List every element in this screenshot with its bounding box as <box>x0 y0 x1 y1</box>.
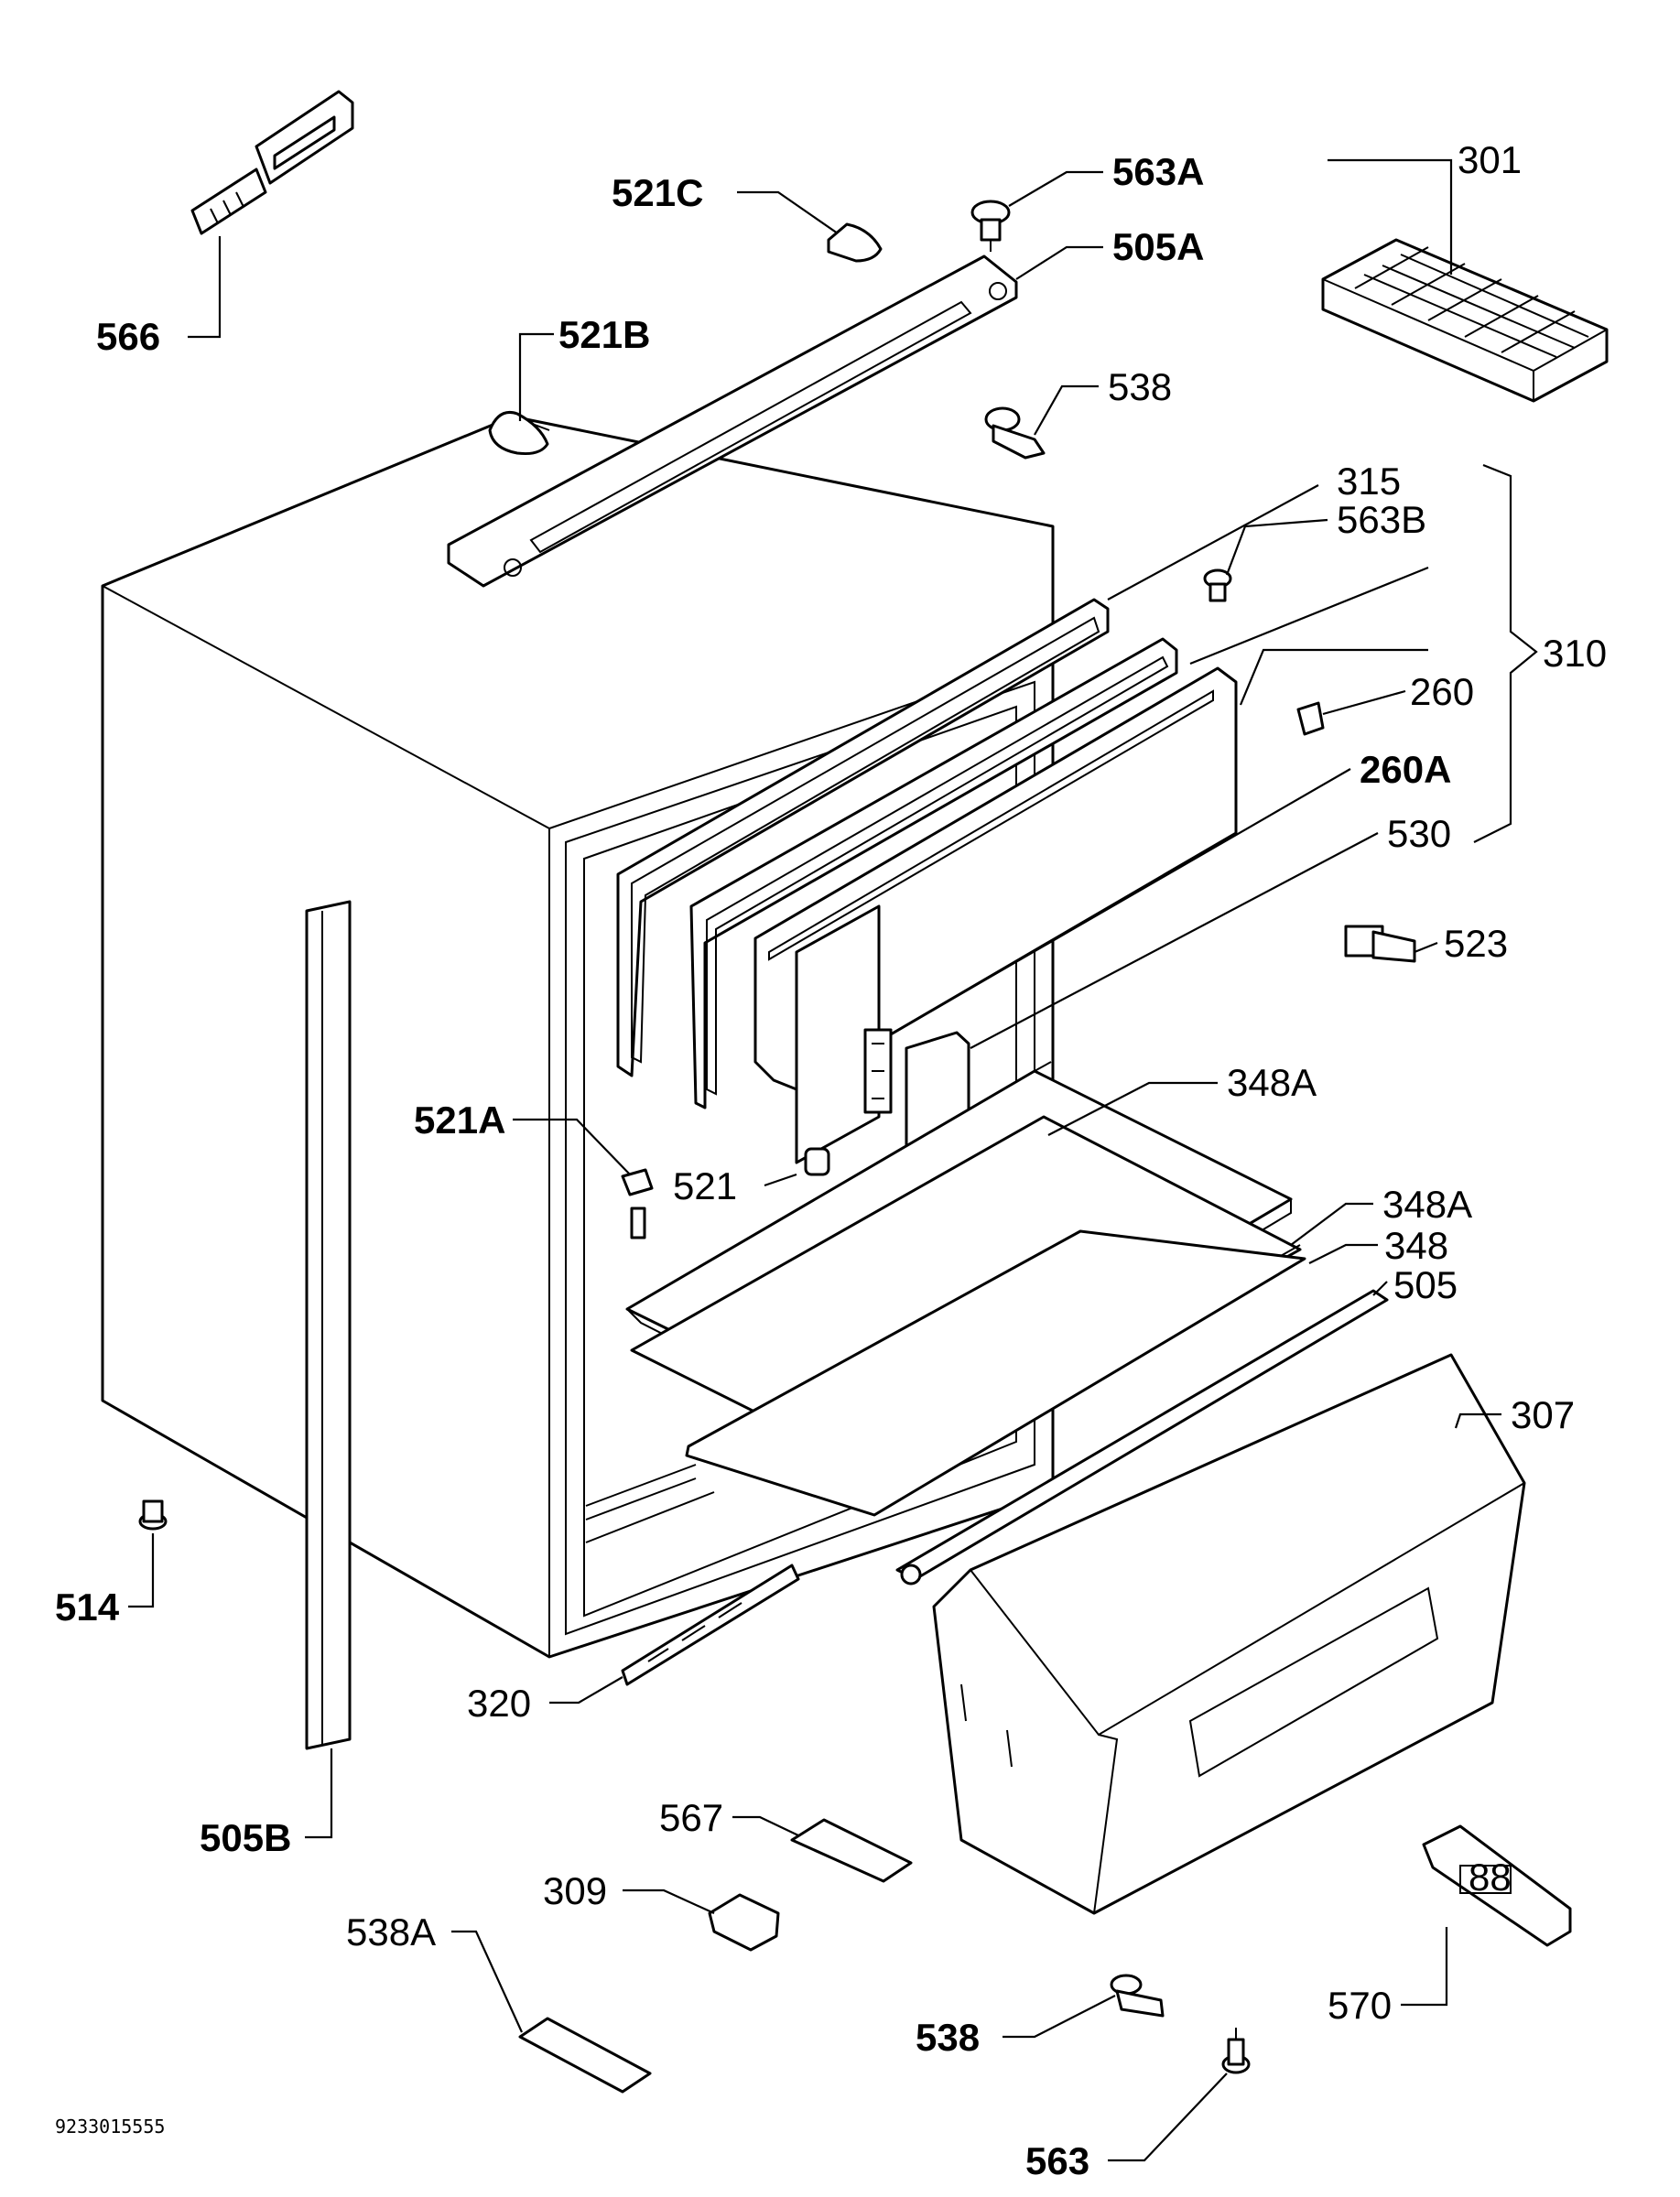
label-514: 514 <box>55 1586 120 1629</box>
label-260A: 260A <box>1360 748 1451 791</box>
hinge-part-538-bottom <box>1110 1974 1165 2018</box>
vent-grille-part-320 <box>621 1564 800 1686</box>
part-labels: 566 521C 563A 505A 301 521B 538 315 563B… <box>55 138 1607 2182</box>
label-563B: 563B <box>1337 498 1426 541</box>
latch-part-260A <box>863 1028 893 1114</box>
label-348A-mid: 348A <box>1382 1183 1472 1226</box>
label-309: 309 <box>543 1869 607 1912</box>
bracket-310 <box>1473 463 1538 843</box>
label-307: 307 <box>1511 1393 1575 1436</box>
hinge-part-538-top <box>984 406 1046 460</box>
cap-part-521B <box>488 411 549 455</box>
screw-part-563A <box>970 200 1011 252</box>
label-315: 315 <box>1337 460 1401 503</box>
label-348: 348 <box>1384 1224 1448 1267</box>
label-348A-top: 348A <box>1227 1061 1317 1104</box>
label-521A: 521A <box>414 1098 505 1142</box>
latch-part-521A <box>621 1168 654 1239</box>
crisper-drawer-part-307 <box>932 1353 1526 1915</box>
plug-part-523 <box>1344 925 1416 963</box>
label-505B: 505B <box>200 1816 291 1859</box>
shelf-part-348 <box>685 1229 1306 1517</box>
label-505: 505 <box>1393 1263 1458 1306</box>
label-563A: 563A <box>1112 150 1204 193</box>
ice-tray-part-301 <box>1321 238 1609 403</box>
label-505A: 505A <box>1112 225 1204 268</box>
label-521: 521 <box>673 1164 737 1207</box>
thermometer-display-part-570: 88 <box>1422 1824 1572 1947</box>
label-538A: 538A <box>346 1910 436 1953</box>
label-521C: 521C <box>612 171 703 214</box>
label-566: 566 <box>96 315 160 358</box>
vertical-trim-part-505B <box>305 900 352 1750</box>
label-320: 320 <box>467 1682 531 1725</box>
label-301: 301 <box>1458 138 1522 181</box>
label-530: 530 <box>1387 812 1451 855</box>
label-538-bottom: 538 <box>916 2016 980 2059</box>
label-570: 570 <box>1328 1984 1392 2027</box>
clip-part-260 <box>1296 701 1325 736</box>
label-567: 567 <box>659 1796 723 1839</box>
label-563-bottom: 563 <box>1025 2139 1089 2182</box>
ice-scraper-part-566 <box>190 90 354 235</box>
top-rail-part-505A <box>447 254 1018 588</box>
cap-part-521C <box>827 222 883 263</box>
screw-part-563B <box>1203 568 1232 602</box>
display-digits: 88 <box>1469 1856 1512 1899</box>
bushing-part-521 <box>804 1147 830 1176</box>
clip-part-309 <box>708 1893 780 1952</box>
door-gasket-part-315 <box>616 598 1110 1077</box>
inner-door-frame <box>689 637 1178 1109</box>
bracket-part-567 <box>790 1818 913 1883</box>
freezer-door-part-530 <box>753 666 1238 1164</box>
hinge-bracket-part-538A <box>518 2017 652 2094</box>
strip-part-505 <box>895 1289 1389 1586</box>
document-number: 9233015555 <box>55 2116 165 2137</box>
screw-part-514 <box>138 1499 168 1531</box>
screw-part-563-bottom <box>1221 2028 1251 2074</box>
leader-lines <box>128 158 1501 2162</box>
label-260: 260 <box>1410 670 1474 713</box>
label-523: 523 <box>1444 922 1508 965</box>
label-310: 310 <box>1543 632 1607 675</box>
label-521B: 521B <box>558 313 650 356</box>
label-538-top: 538 <box>1108 365 1172 408</box>
